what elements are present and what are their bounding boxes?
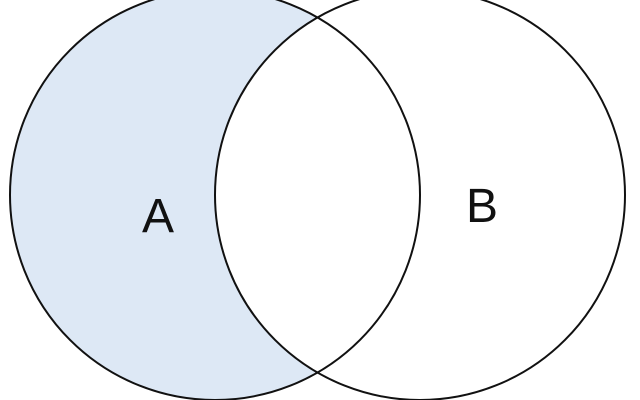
set-b-label: B: [466, 180, 498, 233]
set-a-label: A: [142, 190, 174, 243]
set-b-circle: [214, 0, 626, 400]
set-a-circle: [9, 0, 421, 400]
